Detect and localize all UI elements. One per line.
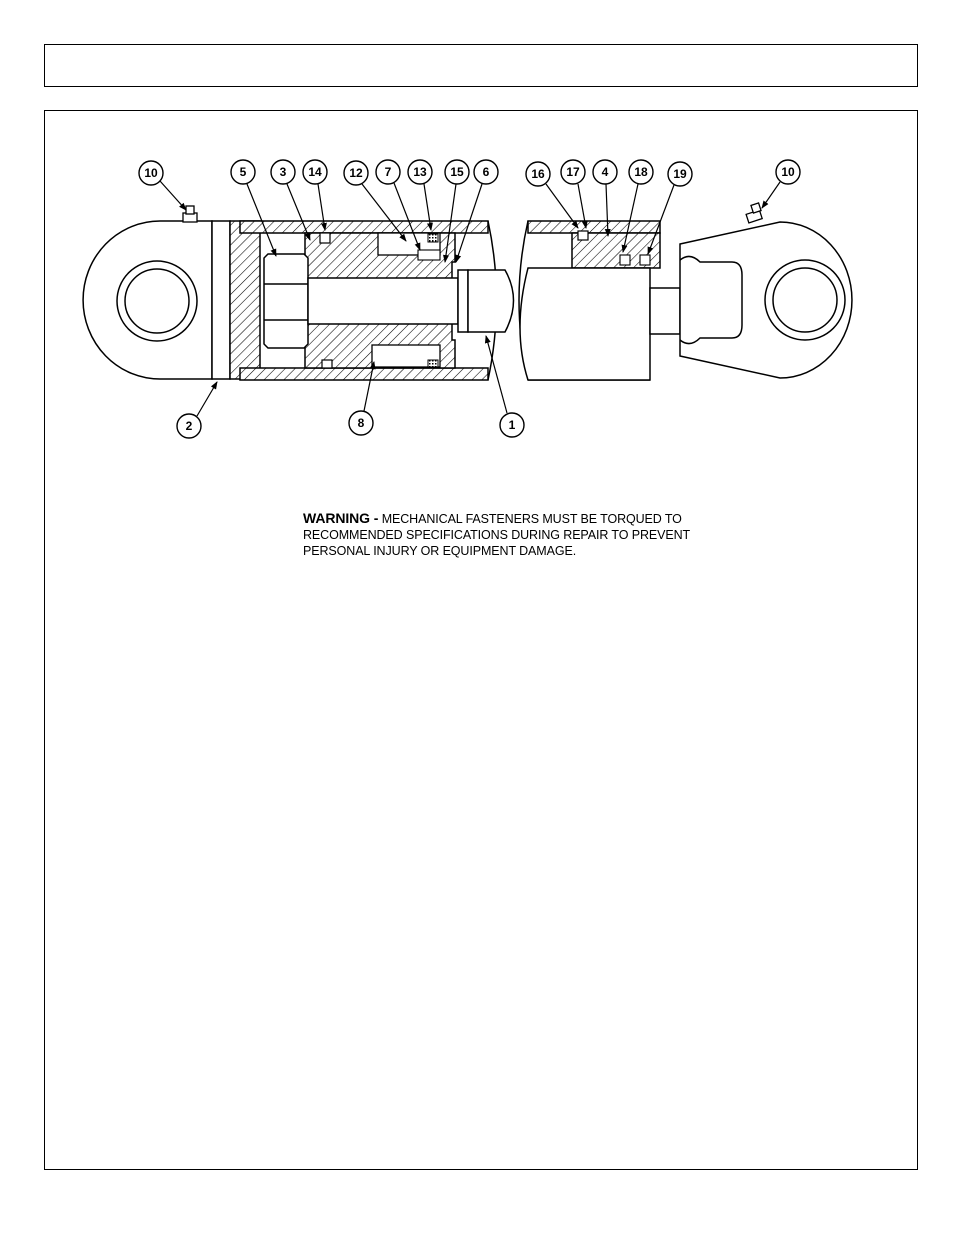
warning-line-2: RECOMMENDED SPECIFICATIONS DURING REPAIR… [303, 528, 691, 542]
end-cap-body [229, 220, 261, 380]
callout-label: 19 [673, 167, 687, 181]
warning-line-3: PERSONAL INJURY OR EQUIPMENT DAMAGE. [303, 544, 577, 558]
warning-lead: WARNING - [303, 510, 379, 526]
callout-15: 15 [443, 159, 470, 263]
callout-label: 13 [413, 165, 427, 179]
callout-label: 4 [602, 165, 609, 179]
callout-label: 8 [358, 416, 365, 430]
gland-4 [571, 232, 661, 269]
callout-label: 12 [349, 166, 363, 180]
callout-label: 2 [186, 419, 193, 433]
left-barrel [239, 220, 498, 381]
right-clevis-eye [679, 221, 853, 379]
callout-17: 17 [560, 159, 588, 229]
backup-ring-lower [427, 359, 439, 368]
callout-label: 10 [781, 165, 795, 179]
callout-label: 16 [531, 167, 545, 181]
content-frame [44, 110, 918, 1170]
hex-nut-5 [263, 253, 309, 349]
o-ring-lower [321, 359, 333, 369]
seal-12 [417, 249, 441, 261]
callout-label: 14 [308, 165, 322, 179]
end-cap-flange [211, 220, 231, 380]
callout-13: 13 [407, 159, 433, 231]
callout-4: 4 [592, 159, 618, 237]
callout-label: 3 [280, 165, 287, 179]
callout-7: 7 [375, 159, 421, 251]
piston-rod-left [307, 269, 515, 333]
page-header-box [44, 44, 918, 87]
callout-5: 5 [230, 159, 277, 257]
callout-label: 5 [240, 165, 247, 179]
callout-6: 6 [455, 159, 499, 263]
warning-line-1: MECHANICAL FASTENERS MUST BE TORQUED TO [381, 512, 682, 526]
callout-1: 1 [484, 335, 525, 438]
callout-14: 14 [302, 159, 328, 231]
callout-label: 6 [483, 165, 490, 179]
callout-16: 16 [525, 161, 579, 229]
callout-2: 2 [176, 381, 218, 439]
callout-label: 15 [450, 165, 464, 179]
callout-8: 8 [348, 361, 376, 436]
callout-label: 1 [509, 418, 516, 432]
o-ring-14 [319, 232, 331, 244]
wiper-19 [639, 254, 651, 266]
left-clevis-eye [82, 220, 213, 380]
callout-10-right: 10 [761, 159, 801, 209]
rod-seal-18 [619, 254, 631, 266]
warning-note: WARNING - MECHANICAL FASTENERS MUST BE T… [303, 510, 723, 559]
callout-label: 7 [385, 165, 392, 179]
callout-18: 18 [621, 159, 654, 253]
callout-10-left: 10 [138, 160, 187, 211]
wear-ring-lower [371, 344, 441, 368]
callout-3: 3 [270, 159, 311, 241]
callout-label: 18 [634, 165, 648, 179]
backup-ring-13 [427, 233, 439, 243]
grease-fitting-right [745, 202, 764, 224]
piston-rod-right [519, 267, 681, 381]
callout-label: 17 [566, 165, 580, 179]
callout-12: 12 [343, 160, 407, 242]
o-ring-16 [577, 230, 589, 241]
callout-label: 10 [144, 166, 158, 180]
callout-19: 19 [647, 161, 693, 255]
